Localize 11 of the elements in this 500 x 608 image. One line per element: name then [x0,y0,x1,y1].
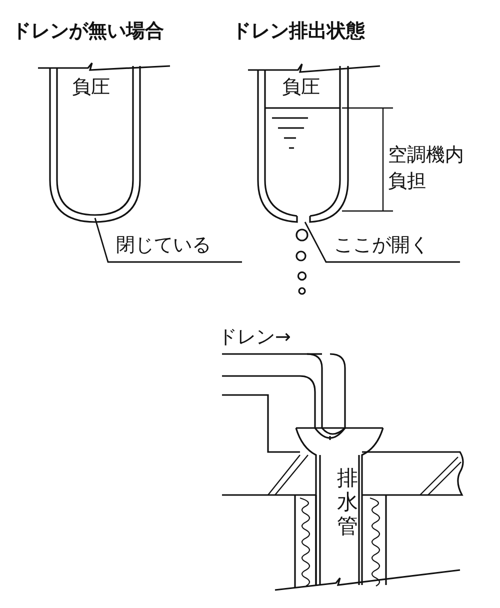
callout-label: 閉じている [116,234,211,256]
drain-label: ドレン→ [218,326,291,348]
dimension-label: 空調機内負担 [388,143,465,194]
callout-label: ここが開く [334,234,429,256]
leader-line [94,218,242,263]
pipe-label: 排水管 [337,466,359,538]
pressure-label: 負圧 [72,76,110,98]
leader-line [304,222,460,263]
pressure-label: 負圧 [282,76,320,98]
heading: ドレンが無い場合 [12,20,164,42]
heading: ドレン排出状態 [232,20,365,42]
